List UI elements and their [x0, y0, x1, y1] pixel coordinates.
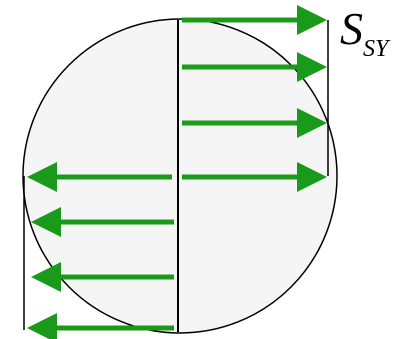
stress-label-main: S — [340, 3, 363, 54]
stress-label: SSY — [340, 3, 391, 62]
stress-label-subscript: SY — [363, 36, 391, 62]
cross-section-circle — [22, 18, 338, 334]
